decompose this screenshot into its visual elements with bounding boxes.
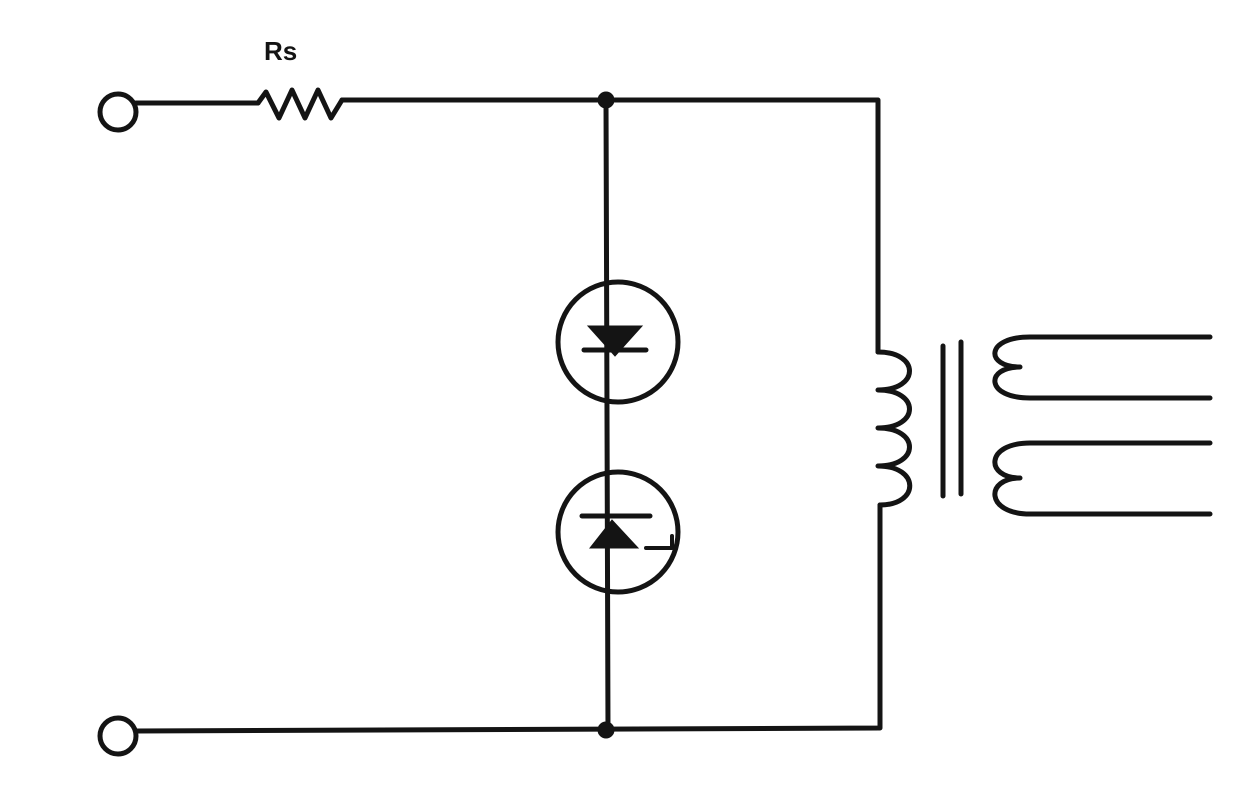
upper-diode-triangle xyxy=(586,325,644,357)
secondary-coil-upper xyxy=(992,334,1213,401)
resistor-rs xyxy=(255,87,345,121)
lower-thyristor-gate xyxy=(644,534,674,550)
input-terminal-bottom xyxy=(97,715,139,757)
lower-thyristor-envelope xyxy=(555,469,681,595)
resistor-label: Rs xyxy=(264,36,297,66)
bottom-wire xyxy=(133,502,883,734)
top-wire-right xyxy=(339,97,881,355)
lower-thyristor xyxy=(555,469,681,595)
upper-diode-envelope xyxy=(555,279,681,405)
lower-thyristor-triangle xyxy=(588,519,640,549)
upper-diode xyxy=(555,279,681,405)
secondary-coil-lower xyxy=(992,440,1213,517)
primary-coil xyxy=(875,349,913,508)
vertical-branch xyxy=(603,97,611,733)
input-terminal-top xyxy=(97,91,139,133)
